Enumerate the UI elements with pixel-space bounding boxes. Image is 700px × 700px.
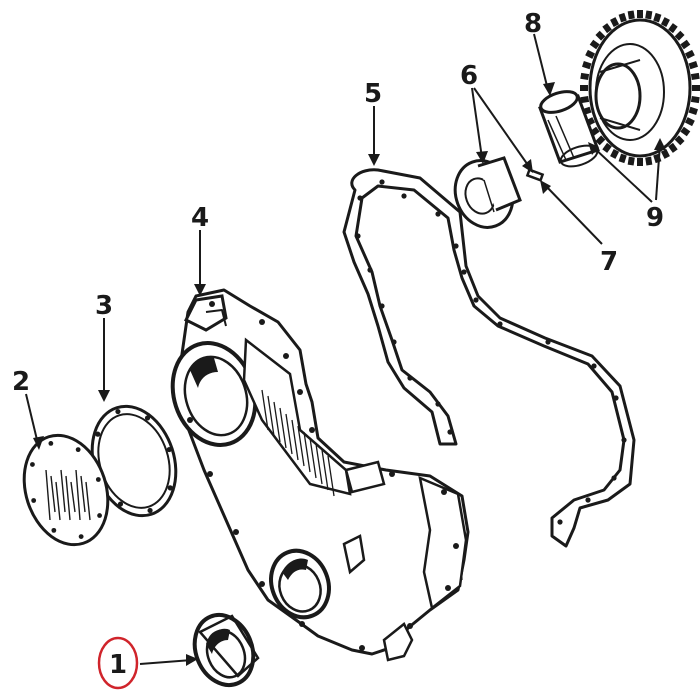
callout-5: 5 xyxy=(364,79,382,109)
callout-3: 3 xyxy=(95,291,113,321)
callout-4: 4 xyxy=(191,203,209,233)
callout-7: 7 xyxy=(600,247,618,277)
callout-2: 2 xyxy=(12,367,30,397)
callout-9: 9 xyxy=(646,203,664,233)
part-5-gasket xyxy=(342,168,636,548)
callout-6: 6 xyxy=(460,61,478,91)
part-4-timing-cover xyxy=(170,288,470,662)
callout-1: 1 xyxy=(109,650,127,680)
part-2-cover-plate xyxy=(22,433,110,547)
leader-lines xyxy=(25,33,666,666)
callout-labels: 1 2 3 4 5 6 7 8 9 xyxy=(12,9,664,680)
part-7-pin xyxy=(525,168,545,182)
part-3-ring-gasket xyxy=(90,404,178,518)
part-9-gear xyxy=(580,10,700,166)
callout-1-highlight-ring xyxy=(97,636,139,690)
part-6-flanged-sleeve xyxy=(453,156,522,229)
callout-8: 8 xyxy=(524,9,542,39)
part-8-bushing xyxy=(538,90,600,168)
part-1-oil-seal xyxy=(192,613,260,687)
